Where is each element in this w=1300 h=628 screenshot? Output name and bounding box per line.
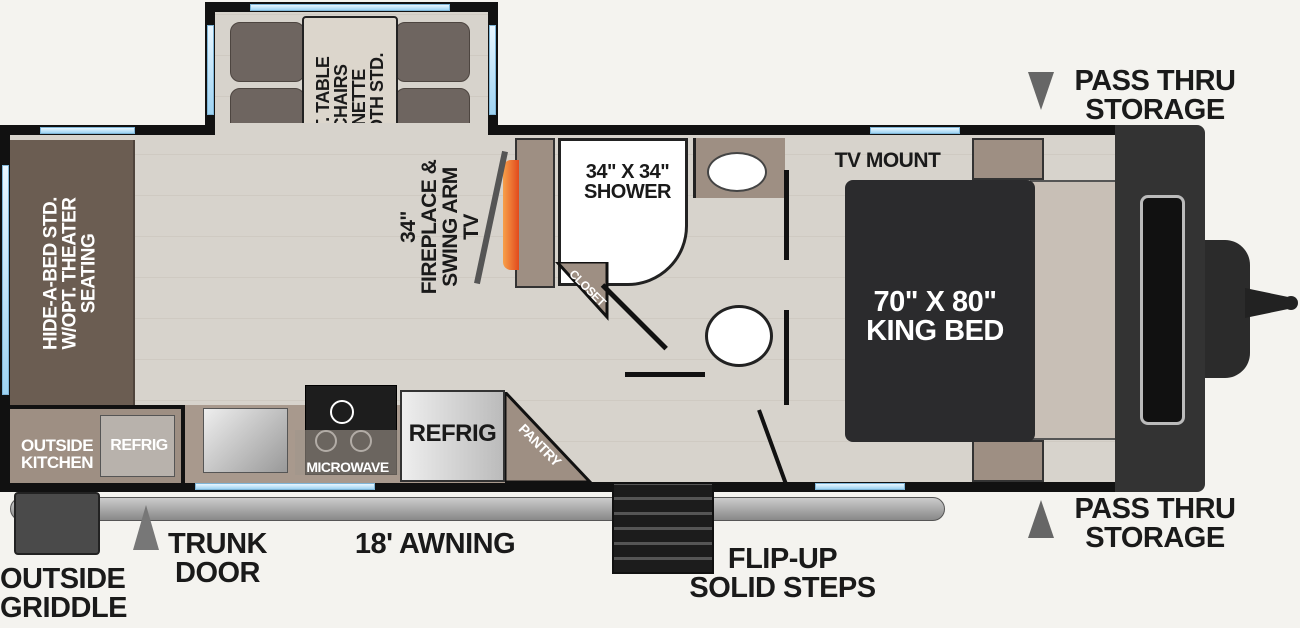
sink-icon: [203, 408, 288, 473]
window: [40, 127, 135, 134]
shower-label: 34" X 34" SHOWER: [565, 162, 690, 202]
label-line: W/OPT. THEATER: [59, 197, 81, 350]
label-line: SWING ARM: [439, 167, 462, 287]
label-line: STORAGE: [1085, 522, 1225, 554]
window: [207, 25, 214, 115]
arrow-up-icon: [133, 505, 159, 550]
pass-thru-storage-top-label: PASS THRU STORAGE: [1070, 67, 1240, 125]
label-line: FLIP-UP: [727, 543, 838, 575]
window: [2, 165, 9, 395]
dinette-seat: [230, 22, 305, 82]
arrow-down-icon: [1028, 72, 1054, 110]
label-line: STORAGE: [1085, 94, 1225, 126]
label-line: TV: [460, 214, 483, 240]
label-line: SOLID STEPS: [689, 572, 876, 604]
window: [489, 25, 496, 115]
stove-burner-icon: [330, 400, 354, 424]
hitch-icon: [1205, 240, 1250, 378]
king-bed: [845, 180, 1035, 442]
microwave: [295, 430, 400, 475]
hitch-icon: [1245, 288, 1298, 318]
steps-label: FLIP-UP SOLID STEPS: [680, 545, 885, 603]
label-line: PASS THRU: [1074, 493, 1236, 525]
dinette-seat: [395, 22, 470, 82]
label-line: PASS THRU: [1074, 65, 1236, 97]
toilet-icon: [705, 305, 773, 367]
window: [250, 4, 450, 11]
window: [815, 483, 905, 490]
nightstand: [972, 138, 1044, 180]
label-line: SEATING: [78, 233, 100, 314]
label-line: OUTSIDE: [0, 563, 126, 595]
refrigerator: [400, 390, 505, 482]
outside-griddle: [14, 492, 100, 555]
fireplace: [515, 138, 555, 288]
label-line: HIDE-A-BED STD.: [40, 197, 62, 350]
window: [195, 483, 375, 490]
slide-opening: [215, 123, 488, 137]
label-line: SHOWER: [584, 181, 672, 203]
griddle-label: OUTSIDE GRIDDLE: [0, 563, 128, 624]
microwave-label: MICROWAVE: [306, 459, 389, 475]
label-line: 34" X 34": [585, 161, 670, 183]
window: [870, 127, 960, 134]
label-line: 70" X 80": [873, 286, 997, 318]
nightstand: [972, 440, 1044, 482]
label-line: FIREPLACE &: [418, 159, 441, 295]
sofa-label: HIDE-A-BED STD. W/OPT. THEATER SEATING: [40, 184, 100, 364]
label-line: TRUNK: [168, 528, 268, 560]
outside-refrig: [100, 415, 175, 477]
awning: [10, 497, 945, 521]
label-line: GRIDDLE: [0, 592, 128, 624]
trunk-door-label: TRUNK DOOR: [165, 530, 270, 588]
front-cap-window: [1140, 195, 1185, 425]
pass-thru-storage-bottom-label: PASS THRU STORAGE: [1070, 495, 1240, 553]
label-line: KING BED: [866, 315, 1004, 347]
label-line: OUTSIDE: [20, 436, 94, 455]
steps: [612, 482, 714, 574]
tv-mount-label: TV MOUNT: [834, 149, 941, 172]
label-line: 34": [397, 211, 420, 243]
label-line: DOOR: [175, 557, 261, 589]
bed-pillows: [1030, 180, 1120, 440]
bath-wall: [784, 170, 789, 260]
awning-label: 18' AWNING: [354, 528, 516, 560]
outside-kitchen-label: OUTSIDE KITCHEN: [12, 437, 102, 471]
sink-icon: [707, 152, 767, 192]
bath-wall: [625, 372, 705, 377]
bath-wall: [784, 310, 789, 405]
arrow-up-icon: [1028, 500, 1054, 538]
refrig-label: REFRIG: [408, 420, 497, 447]
bed-label: 70" X 80" KING BED: [845, 288, 1025, 346]
fireplace-label: 34" FIREPLACE & SWING ARM TV: [397, 152, 483, 302]
outside-refrig-label: REFRIG: [110, 437, 168, 454]
label-line: KITCHEN: [20, 453, 94, 472]
sofa: [10, 140, 135, 405]
pantry: [505, 392, 594, 484]
fireplace-flame: [503, 160, 519, 270]
